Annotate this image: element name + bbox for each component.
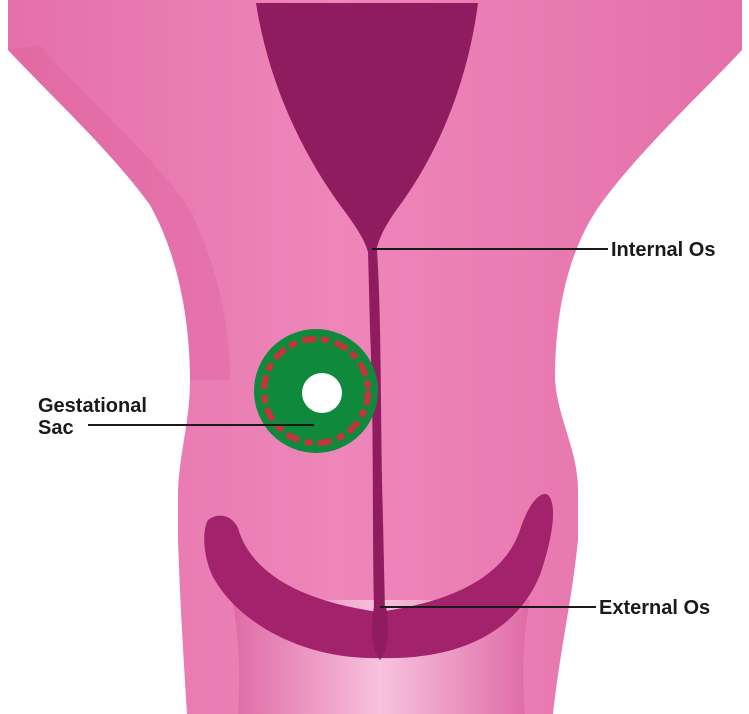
gestational-sac-yolk xyxy=(302,373,342,413)
external-os-label: External Os xyxy=(599,597,710,619)
gestational-sac xyxy=(254,329,378,453)
internal-os-label: Internal Os xyxy=(611,239,715,261)
gestational-sac-label-line1: Gestational xyxy=(38,395,147,417)
gestational-sac-label-line2: Sac xyxy=(38,417,74,439)
